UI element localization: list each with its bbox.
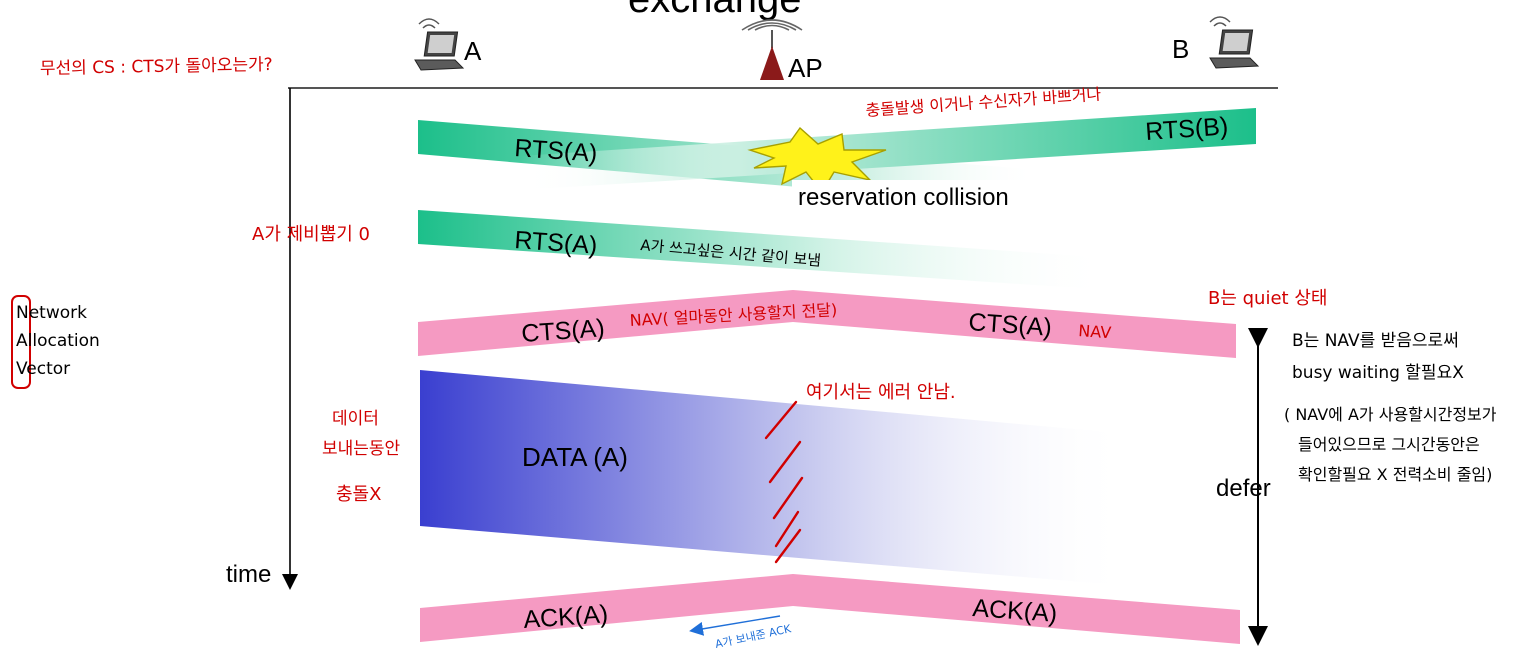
note-b-quiet: B는 quiet 상태	[1208, 288, 1327, 309]
data-a-label: DATA (A)	[522, 442, 628, 472]
rts-a-label-2: RTS(A)	[514, 226, 599, 260]
rts-b-frame	[520, 108, 1256, 190]
note-data-2: 보내는동안	[322, 439, 401, 459]
node-a-label: A	[464, 36, 482, 66]
ack-a-label-left: ACK(A)	[522, 600, 608, 634]
note-b-nav-3: ( NAV에 A가 사용할시간정보가	[1284, 405, 1497, 424]
ap-tower-icon	[741, 19, 803, 80]
note-b-nav-4: 들어있으므로 그시간동안은	[1298, 435, 1480, 454]
rts-a-frame-2	[418, 210, 1110, 290]
nav-acronym-line-2: Allocation	[16, 331, 100, 351]
nav-acronym-line-3: Vector	[16, 359, 70, 379]
ack-note: A가 보내준 ACK	[714, 622, 793, 651]
note-collision: 충돌발생 이거나 수신자가 바쁘거나	[865, 85, 1102, 120]
rts-a-label-1: RTS(A)	[514, 134, 599, 168]
node-b-label: B	[1172, 34, 1189, 64]
laptop-b-icon	[1209, 16, 1260, 69]
rts-b-label: RTS(B)	[1144, 112, 1229, 146]
time-label: time	[226, 561, 271, 588]
note-data-1: 데이터	[332, 409, 379, 429]
ack-note-arrow	[689, 615, 781, 636]
nav-acronym-line-1: Network	[16, 303, 87, 323]
ack-a-label-right: ACK(A)	[972, 594, 1058, 628]
note-no-error: 여기서는 에러 안남.	[806, 382, 956, 403]
ack-a-frame	[420, 574, 1240, 644]
nav-acronym-box	[11, 295, 31, 389]
collision-label-bg	[792, 180, 1062, 210]
defer-label: defer	[1216, 475, 1271, 502]
note-top-left: 무선의 CS : CTS가 돌아오는가?	[40, 55, 273, 79]
no-error-marks	[764, 400, 804, 564]
note-b-nav-5: 확인할필요 X 전력소비 줄임)	[1298, 465, 1492, 484]
collision-label: reservation collision	[798, 184, 1009, 211]
diagram-title: exchange	[628, 0, 801, 21]
laptop-a-icon	[414, 18, 465, 71]
data-a-frame	[420, 370, 1130, 586]
note-a-zero: A가 제비뽑기 0	[252, 224, 370, 245]
note-data-3: 충돌X	[336, 484, 381, 505]
note-b-nav-2: busy waiting 할필요X	[1292, 363, 1464, 383]
cts-a-frame	[418, 290, 1236, 358]
node-ap-label: AP	[788, 53, 823, 83]
cts-a-label-right: CTS(A)	[968, 308, 1053, 342]
note-b-nav-1: B는 NAV를 받음으로써	[1292, 331, 1459, 351]
note-nav-right: NAV	[1078, 321, 1112, 342]
cts-a-label-left: CTS(A)	[520, 314, 605, 348]
